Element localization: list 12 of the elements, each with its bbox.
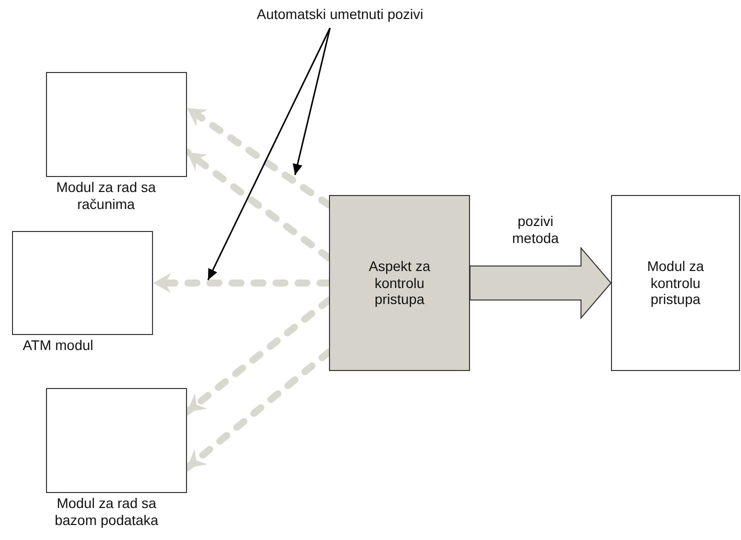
callout-text: Automatski umetnuti pozivi — [210, 6, 470, 28]
block-arrow — [470, 246, 612, 320]
module-box — [46, 388, 187, 493]
module-box — [46, 72, 187, 177]
leader-line — [292, 28, 331, 176]
module-caption: Modul za rad sa bazom podataka — [54, 495, 160, 529]
module-caption: Modul za rad sa računima — [55, 179, 157, 213]
module-box: Modul za kontrolu pristupa — [611, 195, 740, 371]
leader-line — [207, 28, 331, 280]
aspect-box: Aspekt za kontrolu pristupa — [329, 195, 470, 371]
module-box — [12, 231, 153, 335]
module-caption: ATM modul — [22, 337, 94, 354]
